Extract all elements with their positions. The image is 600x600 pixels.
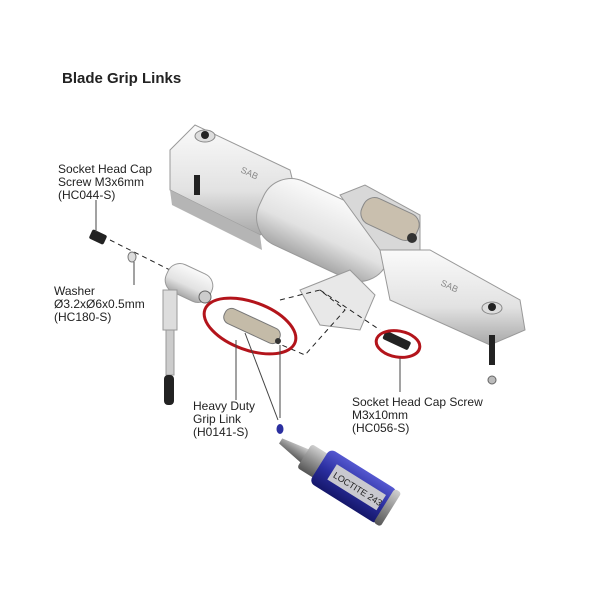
label-grip-link: Heavy Duty Grip Link (H0141-S) bbox=[193, 400, 255, 439]
loctite-drop bbox=[276, 424, 284, 434]
loctite-bottle: LOCTITE 243 bbox=[279, 438, 401, 526]
label-screw-m3x10: Socket Head Cap Screw M3x10mm (HC056-S) bbox=[352, 396, 483, 435]
label-line: Washer bbox=[54, 284, 95, 298]
label-line: Ø3.2xØ6x0.5mm bbox=[54, 297, 145, 311]
highlight-grip-link bbox=[202, 296, 298, 356]
label-line: Socket Head Cap Screw bbox=[352, 395, 483, 409]
socket-head-screw-m3x10 bbox=[382, 331, 411, 350]
label-washer: Washer Ø3.2xØ6x0.5mm (HC180-S) bbox=[54, 285, 145, 324]
label-line: (HC044-S) bbox=[58, 188, 116, 202]
leader-lines bbox=[95, 200, 401, 421]
label-line: Socket Head Cap bbox=[58, 162, 153, 176]
label-line: M3x10mm bbox=[352, 408, 409, 422]
label-line: Grip Link bbox=[193, 412, 242, 426]
heavy-duty-grip-link bbox=[223, 307, 281, 345]
highlight-screw bbox=[374, 329, 422, 359]
socket-head-screw-m3x6 bbox=[89, 229, 107, 245]
label-line: (H0141-S) bbox=[193, 425, 249, 439]
label-line: Heavy Duty bbox=[193, 399, 256, 413]
label-line: (HC180-S) bbox=[54, 310, 112, 324]
washer bbox=[127, 251, 137, 263]
rotor-hub: SAB SAB bbox=[169, 124, 526, 385]
label-line: Screw M3x6mm bbox=[58, 175, 145, 189]
label-line: (HC056-S) bbox=[352, 421, 410, 435]
page-title: Blade Grip Links bbox=[62, 70, 182, 87]
assembly-lines bbox=[109, 239, 381, 356]
pitch-link bbox=[162, 263, 214, 405]
label-screw-m3x6: Socket Head Cap Screw M3x6mm (HC044-S) bbox=[58, 163, 152, 202]
